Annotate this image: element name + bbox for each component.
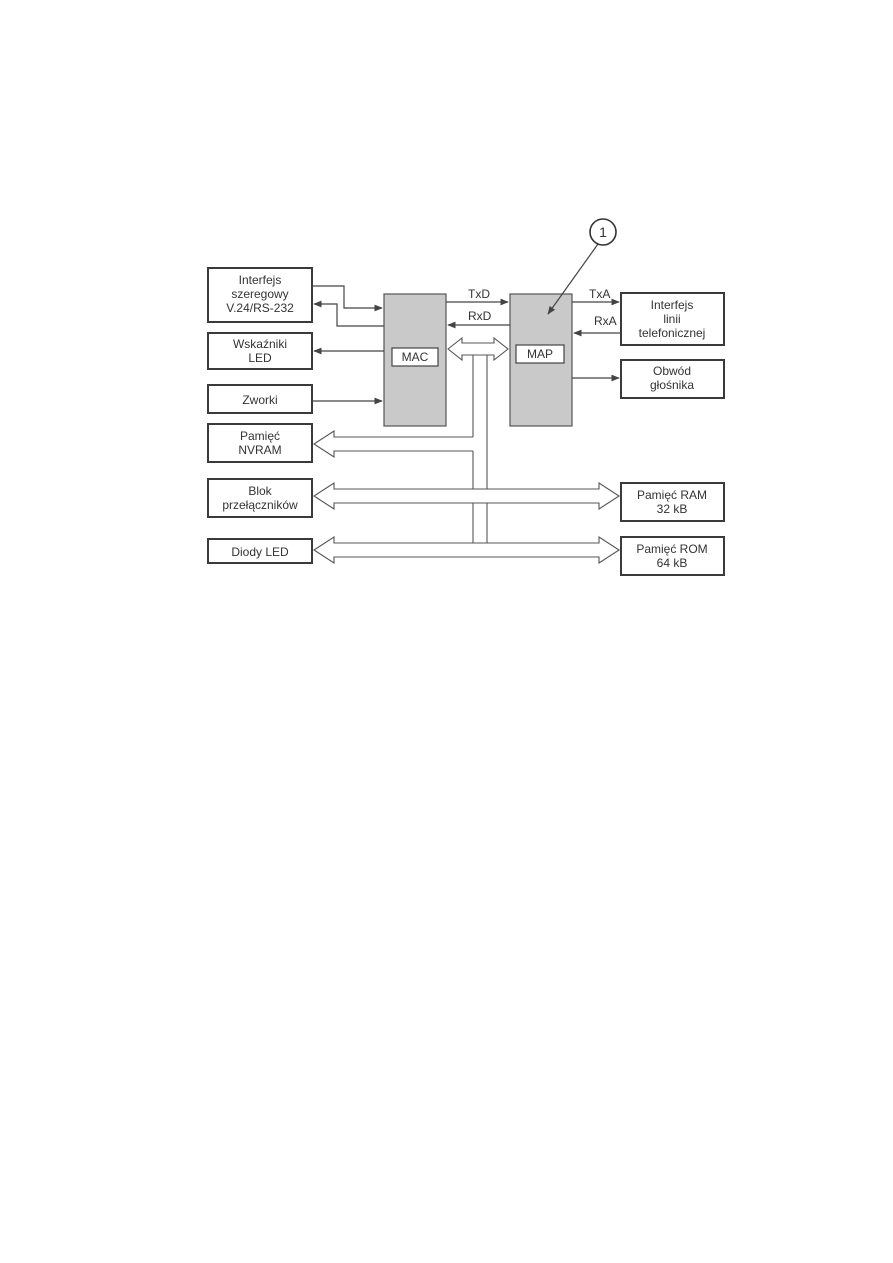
phone-line-1: Interfejs	[651, 298, 694, 312]
serial-interface-block: Interfejs szeregowy V.24/RS-232	[207, 267, 313, 323]
serial-line-3: V.24/RS-232	[226, 301, 294, 315]
led-indicators-line-1: Wskaźniki	[233, 337, 287, 351]
map-label: MAP	[527, 347, 553, 361]
jumpers-label: Zworki	[242, 393, 277, 407]
led-diodes-block: Diody LED	[207, 538, 313, 564]
rom-line-1: Pamięć ROM	[636, 542, 707, 556]
txa-label: TxA	[589, 287, 610, 301]
data-bus	[312, 336, 621, 565]
mac-chip: MAC	[383, 293, 447, 427]
led-indicators-line-2: LED	[248, 351, 272, 365]
serial-tx-wire	[312, 285, 383, 312]
callout-number: 1	[599, 224, 607, 240]
bus-nvram-arrow	[312, 429, 473, 459]
serial-line-1: Interfejs	[239, 273, 282, 287]
nvram-line-2: NVRAM	[238, 443, 281, 457]
led-diodes-label: Diody LED	[231, 545, 289, 559]
serial-rx-wire	[313, 300, 384, 327]
speaker-line-1: Obwód	[653, 364, 691, 378]
rxa-label: RxA	[594, 314, 617, 328]
nvram-line-1: Pamięć	[240, 429, 280, 443]
jumpers-block: Zworki	[207, 384, 313, 414]
ram-line-1: Pamięć RAM	[637, 488, 707, 502]
speaker-circuit-block: Obwód głośnika	[620, 359, 725, 399]
led-indicators-block: Wskaźniki LED	[207, 332, 313, 370]
phone-line-interface-block: Interfejs linii telefonicznej	[620, 292, 725, 346]
ram-block: Pamięć RAM 32 kB	[620, 482, 725, 522]
phone-line-3: telefonicznej	[639, 326, 706, 340]
bus-led-rom-arrow	[312, 535, 621, 565]
ram-line-2: 32 kB	[657, 502, 688, 516]
switch-block-line-1: Blok	[248, 484, 272, 498]
switch-block: Blok przełączników	[207, 478, 313, 518]
rxd-label: RxD	[468, 309, 492, 323]
callout-1: 1	[547, 218, 617, 315]
map-chip: MAP	[509, 293, 573, 427]
mac-label: MAC	[402, 350, 429, 364]
txd-label: TxD	[468, 287, 490, 301]
serial-line-2: szeregowy	[231, 287, 288, 301]
bus-top-arrow	[447, 336, 509, 362]
phone-line-2: linii	[663, 312, 680, 326]
rom-line-2: 64 kB	[657, 556, 688, 570]
nvram-block: Pamięć NVRAM	[207, 423, 313, 463]
rom-block: Pamięć ROM 64 kB	[620, 536, 725, 576]
speaker-line-2: głośnika	[650, 378, 694, 392]
bus-switch-ram-arrow	[312, 481, 621, 511]
switch-block-line-2: przełączników	[222, 498, 298, 512]
